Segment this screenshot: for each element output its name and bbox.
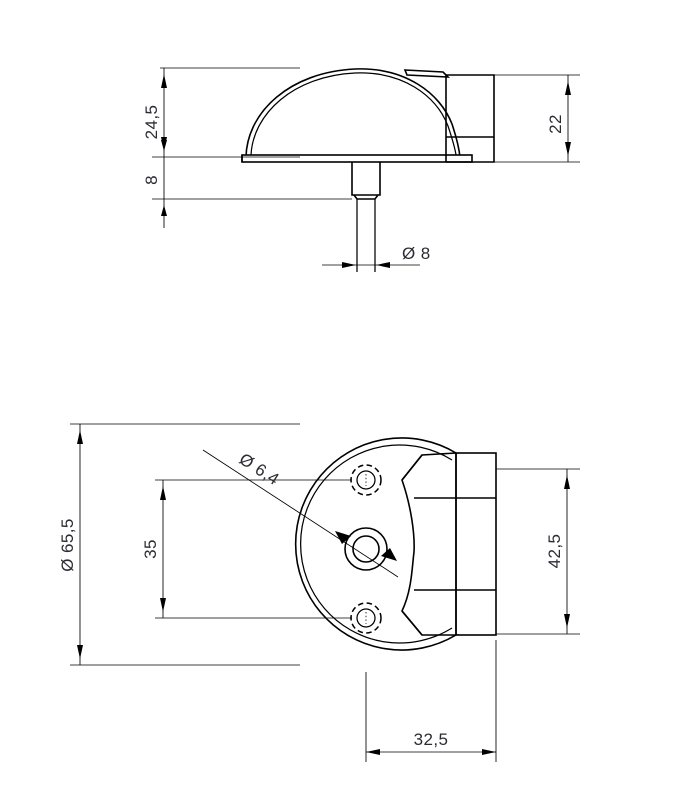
dome-top-lip bbox=[403, 69, 451, 78]
dim-label-stem-length: 8 bbox=[142, 175, 161, 185]
side-elevation-view bbox=[241, 68, 495, 272]
connector-bracket-plan bbox=[455, 452, 497, 636]
notch-upper-edge bbox=[401, 454, 423, 481]
arrow-d8-left bbox=[342, 262, 356, 268]
side-view-dimensions: 24,5 8 22 Ø 8 bbox=[142, 67, 580, 268]
base-flange bbox=[241, 154, 473, 163]
arrow-32-5-left bbox=[366, 749, 380, 755]
dome-inner-profile bbox=[250, 72, 457, 156]
dim-label-stem-diameter: Ø 8 bbox=[402, 244, 431, 263]
bottom-view-dimensions: Ø 65,5 35 Ø 6,4 42,5 bbox=[58, 423, 580, 762]
arrow-65-5-top bbox=[77, 430, 83, 444]
arrow-35-top bbox=[160, 486, 166, 500]
arrow-22-bottom bbox=[565, 142, 571, 156]
arrow-65-5-bottom bbox=[77, 645, 83, 659]
mounting-hole-upper-outer bbox=[350, 464, 382, 496]
dim-label-bracket-height: 22 bbox=[546, 114, 565, 134]
arrow-d64-upper bbox=[335, 531, 351, 544]
mounting-hole-lower-inner bbox=[356, 608, 376, 628]
mounting-hole-upper-inner bbox=[356, 470, 376, 490]
center-hole-outer bbox=[344, 527, 388, 571]
dim-label-base-diameter: Ø 65,5 bbox=[58, 518, 77, 571]
stem-chamfer bbox=[353, 194, 379, 200]
dim-label-dome-height: 24,5 bbox=[142, 105, 161, 140]
arrow-d8-right bbox=[376, 262, 390, 268]
arrow-8-bottom bbox=[161, 205, 167, 216]
arrow-d64-lower bbox=[381, 548, 397, 561]
dim-label-hole-diameter: Ø 6,4 bbox=[236, 449, 283, 489]
dome-outer-profile bbox=[245, 68, 461, 158]
dim-label-bracket-width: 42,5 bbox=[545, 534, 564, 569]
arrow-35-bottom bbox=[160, 598, 166, 612]
arrow-8-top bbox=[161, 140, 167, 151]
dim-label-notch-offset: 32,5 bbox=[414, 730, 449, 749]
arrow-22-top bbox=[565, 81, 571, 95]
base-plate-inner-rim bbox=[300, 444, 453, 644]
arrow-42-5-bottom bbox=[564, 614, 570, 628]
arrow-24-5-top bbox=[161, 74, 167, 88]
leader-line-diameter-6-4 bbox=[202, 449, 399, 578]
mounting-hole-lower-outer bbox=[350, 602, 382, 634]
arrow-42-5-top bbox=[564, 475, 570, 489]
base-plate-outer-outline bbox=[294, 437, 459, 651]
stem-body bbox=[351, 162, 381, 196]
arrow-32-5-right bbox=[482, 749, 496, 755]
center-hole-inner bbox=[352, 535, 380, 563]
connector-bracket-outline bbox=[446, 74, 495, 163]
dim-label-hole-spacing: 35 bbox=[141, 539, 160, 559]
notch-lower-edge bbox=[401, 610, 423, 636]
